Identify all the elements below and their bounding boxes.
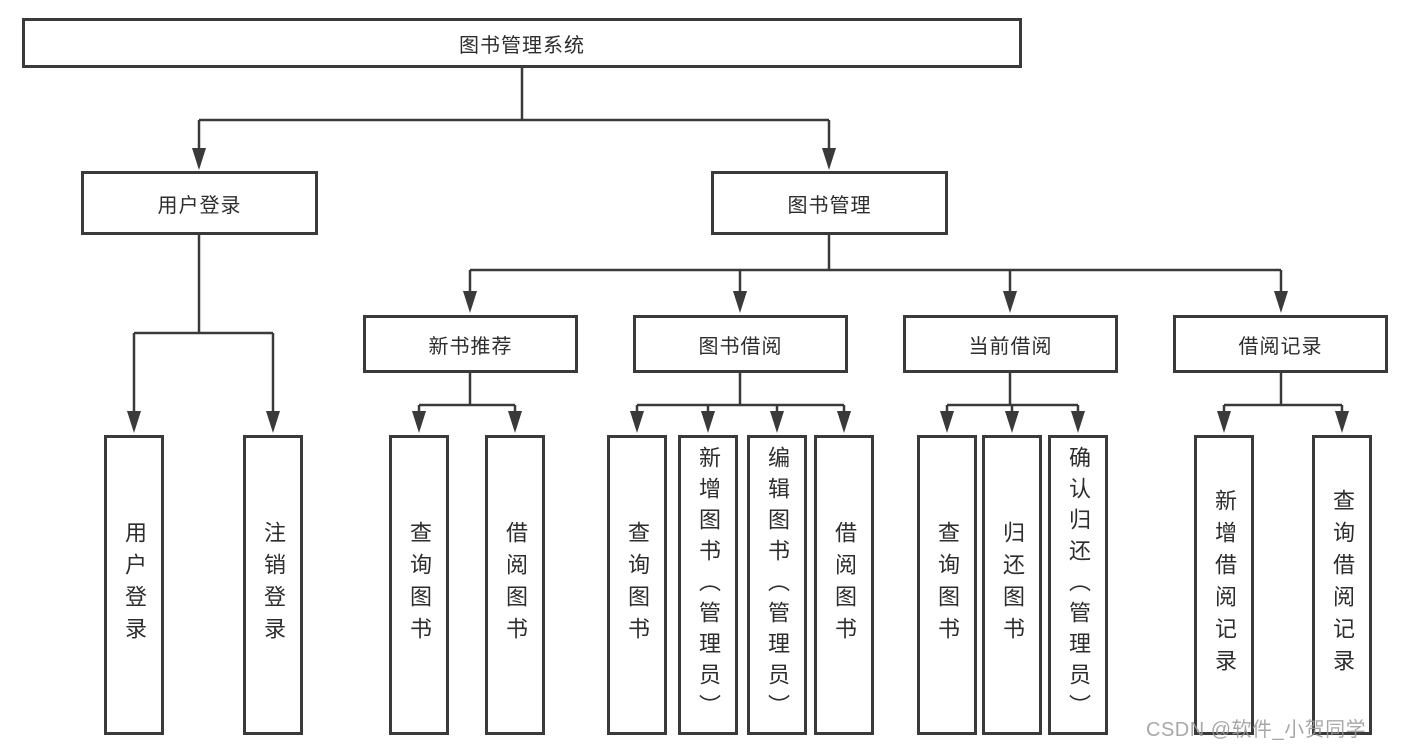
leaf-confirm-return-admin: 确认归还（管理员）: [1048, 435, 1108, 735]
node-label: 图书借阅: [698, 335, 783, 358]
leaf-label: 查询借阅记录: [1330, 489, 1355, 681]
leaf-label: 新增图书（管理员）: [696, 445, 721, 725]
node-new-book-recommendation: 新书推荐: [363, 315, 578, 373]
leaf-borrow-books-recommend: 借阅图书: [485, 435, 545, 735]
node-label: 图书管理系统: [459, 34, 585, 57]
leaf-borrow-books: 借阅图书: [814, 435, 874, 735]
leaf-label: 用户登录: [122, 521, 147, 649]
leaf-edit-books-admin: 编辑图书（管理员）: [747, 435, 807, 735]
leaf-label: 新增借阅记录: [1212, 489, 1237, 681]
leaf-label: 归还图书: [1000, 521, 1025, 649]
node-book-management: 图书管理: [711, 171, 948, 235]
leaf-logout: 注销登录: [243, 435, 303, 735]
leaf-user-login: 用户登录: [104, 435, 164, 735]
leaf-label: 借阅图书: [832, 521, 857, 649]
node-user-login: 用户登录: [81, 171, 318, 235]
leaf-add-books-admin: 新增图书（管理员）: [678, 435, 738, 735]
leaf-label: 编辑图书（管理员）: [765, 445, 790, 725]
node-book-borrowing: 图书借阅: [633, 315, 848, 373]
node-library-management-system: 图书管理系统: [22, 18, 1022, 68]
leaf-label: 借阅图书: [503, 521, 528, 649]
node-borrowing-records: 借阅记录: [1173, 315, 1388, 373]
leaf-query-books-borrowing: 查询图书: [607, 435, 667, 735]
leaf-label: 查询图书: [407, 521, 432, 649]
leaf-add-borrow-record: 新增借阅记录: [1194, 435, 1254, 735]
node-label: 图书管理: [787, 194, 872, 217]
leaf-label: 查询图书: [625, 521, 650, 649]
node-current-borrowing: 当前借阅: [903, 315, 1118, 373]
leaf-query-books-recommend: 查询图书: [389, 435, 449, 735]
node-label: 用户登录: [157, 194, 242, 217]
leaf-query-books-current: 查询图书: [917, 435, 977, 735]
arrowhead-icons: [127, 148, 1349, 433]
csdn-watermark: CSDN @软件_小贺同学: [1146, 719, 1367, 741]
leaf-label: 注销登录: [261, 521, 286, 649]
leaf-label: 查询图书: [935, 521, 960, 649]
node-label: 借阅记录: [1238, 335, 1323, 358]
leaf-return-books: 归还图书: [982, 435, 1042, 735]
node-label: 当前借阅: [968, 335, 1053, 358]
node-label: 新书推荐: [428, 335, 513, 358]
leaf-query-borrow-record: 查询借阅记录: [1312, 435, 1372, 735]
leaf-label: 确认归还（管理员）: [1066, 445, 1091, 725]
